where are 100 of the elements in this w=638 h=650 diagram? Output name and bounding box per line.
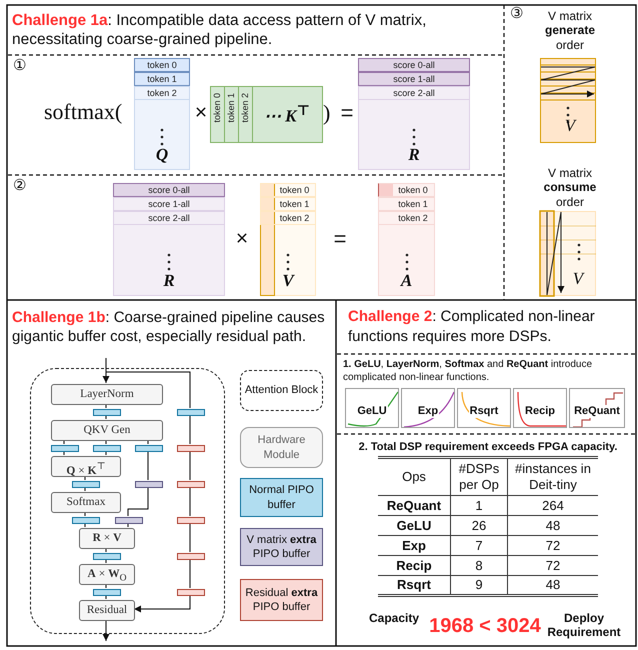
description-text: 2. Total DSP requirement exceeds FPGA capacity. (358, 441, 618, 454)
matrix-row: token 2 (260, 211, 316, 225)
matrix-symbol: ⋯ K$^{⊤}$ (262, 103, 312, 127)
matrix (134, 58, 190, 170)
description-text: 1. GeLU, LayerNorm, Softmax and ReQuant introduce complicated non-linear functions. (343, 358, 594, 384)
comparison-value: 1968 < 3024 (428, 615, 542, 637)
operator-sign: × (194, 101, 208, 124)
table-cell: 72 (508, 536, 598, 556)
row-header: Exp (378, 536, 450, 556)
matrix-row: score 1-all (113, 197, 225, 211)
operator-sign: = (340, 101, 354, 126)
row-caption: Deploy Requirement (546, 611, 622, 640)
step-number: ③ (510, 6, 524, 22)
caption-text: V matrix consume order (542, 166, 598, 210)
legend-item: Residual extra PIPO buffer (240, 579, 323, 621)
operator-sign: × (234, 227, 250, 250)
function-name: GeLU (356, 405, 388, 418)
row-header: Recip (378, 556, 450, 576)
table-cell: 48 (508, 576, 598, 596)
pipo-buffer (93, 445, 121, 452)
hardware-module: LayerNorm (51, 384, 163, 405)
matrix (260, 183, 316, 296)
matrix-symbol: A (399, 271, 414, 291)
pipo-buffer (135, 445, 163, 452)
matrix-row: token 0 (378, 183, 435, 197)
pipo-buffer (177, 517, 205, 524)
hardware-module: A × W$_{O}$ (79, 564, 135, 585)
matrix-row: token 1 (260, 197, 316, 211)
pipo-buffer (93, 589, 121, 596)
pipo-buffer (135, 481, 163, 488)
function-name: ReQuant (573, 405, 621, 418)
pipo-buffer (177, 409, 205, 416)
pipo-buffer (177, 589, 205, 596)
matrix-row: score 0-all (113, 183, 225, 197)
function-text: softmax( (44, 100, 124, 124)
legend-item: Normal PIPO buffer (240, 478, 323, 517)
matrix-row: token 0 (260, 183, 316, 197)
pipo-buffer (115, 517, 143, 524)
connector-line (106, 358, 190, 408)
arrow (102, 620, 110, 642)
legend-item: Attention Block (240, 370, 323, 411)
matrix-symbol: R (407, 145, 421, 165)
column-header: #DSPs per Op (450, 458, 508, 496)
pipo-buffer (177, 445, 205, 452)
matrix-row: score 0-all (358, 58, 470, 72)
row-header: GeLU (378, 516, 450, 536)
row-header: ReQuant (378, 496, 450, 516)
pipo-buffer (51, 445, 79, 452)
matrix (378, 183, 435, 296)
attention-block-outline (30, 368, 225, 634)
table-cell: 264 (508, 496, 598, 516)
matrix-symbol: V (281, 271, 296, 291)
legend-item: V matrix extra PIPO buffer (240, 528, 323, 566)
table-cell: 8 (450, 556, 508, 576)
matrix-symbol: R (162, 271, 176, 291)
table-cell: 72 (508, 556, 598, 576)
hardware-module: QKV Gen (51, 420, 163, 441)
pipo-buffer (177, 481, 205, 488)
row-caption: Capacity (368, 611, 420, 626)
function-name: Rsqrt (468, 405, 500, 418)
column-header: #instances in Deit-tiny (508, 458, 598, 496)
section-heading: Challenge 1a: Incompatible data access pattern of V matrix, necessitating coarse-grained pipeline. (12, 11, 428, 50)
matrix-row: score 2-all (113, 211, 225, 225)
matrix (358, 58, 470, 170)
matrix-row: token 0 (134, 58, 190, 72)
row-header: Rsqrt (378, 576, 450, 596)
section-heading: Challenge 1b: Coarse-grained pipeline causes gigantic buffer cost, especially residual path. (12, 309, 326, 346)
step-number: ① (13, 58, 27, 74)
table-cell: 7 (450, 536, 508, 556)
pipo-buffer (72, 481, 100, 488)
matrix-row: token 1 (134, 72, 190, 86)
table-cell: 9 (450, 576, 508, 596)
pipo-buffer (72, 517, 100, 524)
hardware-module: Softmax (51, 492, 121, 513)
table-cell: 48 (508, 516, 598, 536)
caption-text: V matrix generate order (544, 9, 596, 52)
matrix-row: score 2-all (358, 86, 470, 100)
matrix-row: token 1 (378, 197, 435, 211)
section-heading: Challenge 2: Complicated non-linear functions requires more DSPs. (348, 307, 596, 346)
connector-line (128, 486, 148, 516)
matrix-row: token 2 (134, 86, 190, 100)
pipo-buffer (93, 409, 121, 416)
matrix-symbol: Q (154, 145, 170, 165)
hardware-module: Residual (79, 600, 135, 621)
table-cell: 1 (450, 496, 508, 516)
matrix (540, 211, 596, 296)
matrix-symbol: V (564, 116, 578, 136)
matrix (540, 58, 596, 143)
step-number: ② (13, 178, 27, 194)
pipo-buffer (93, 553, 121, 560)
operator-sign: = (332, 227, 348, 252)
operator-sign: ) (323, 101, 332, 126)
column-header: Ops (378, 458, 450, 496)
function-name: Exp (416, 405, 440, 418)
pipo-buffer (177, 553, 205, 560)
table-cell: 26 (450, 516, 508, 536)
matrix-row: score 1-all (358, 72, 470, 86)
legend-item: Hardware Module (240, 427, 323, 468)
matrix (113, 183, 225, 296)
matrix-row: token 2 (378, 211, 435, 225)
